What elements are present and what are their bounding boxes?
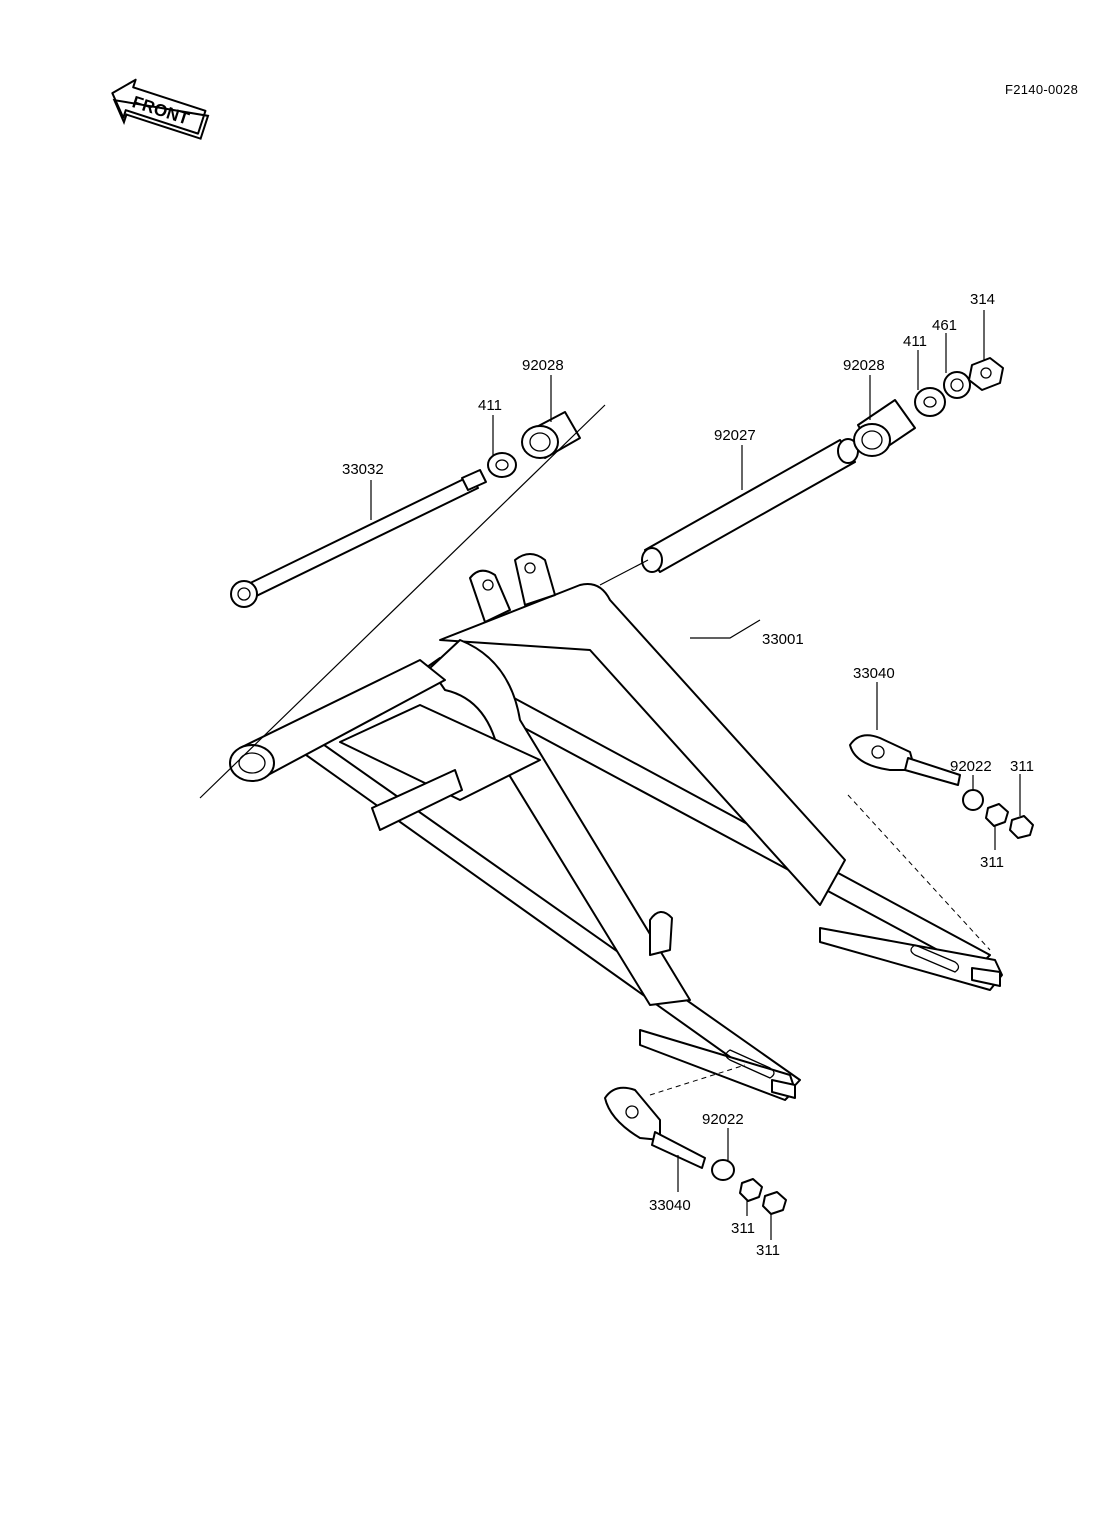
label-92027: 92027 (714, 427, 756, 444)
pivot-shaft (230, 469, 487, 608)
label-411-right: 411 (903, 333, 927, 350)
sleeve-axis-line (599, 559, 649, 586)
pivot-sleeve (641, 438, 859, 573)
washer-right (914, 387, 946, 417)
nut-left-lower (762, 1191, 787, 1215)
chain-adjuster-left (604, 1086, 706, 1169)
nut-left-upper (739, 1178, 763, 1202)
label-92028-left: 92028 (522, 357, 564, 374)
washer-right-adj (962, 789, 984, 811)
nut-right-lower (1009, 815, 1034, 839)
bushing-right (853, 399, 916, 457)
label-92022-right: 92022 (950, 758, 992, 775)
label-33032: 33032 (342, 461, 384, 478)
nut-right-upper (985, 803, 1009, 827)
label-311-left-upper: 311 (731, 1220, 755, 1237)
bushing-left (521, 411, 581, 459)
label-92028-right: 92028 (843, 357, 885, 374)
label-311-left-lower: 311 (756, 1242, 780, 1259)
label-461: 461 (932, 317, 957, 334)
label-311-right-upper: 311 (1010, 758, 1034, 775)
leader-lines (370, 310, 1021, 1240)
adjuster-left-guide (649, 1064, 746, 1096)
label-314: 314 (970, 291, 995, 308)
label-311-right-lower: 311 (980, 854, 1004, 871)
adjuster-right-guide (847, 794, 991, 951)
washer-left (487, 452, 517, 478)
reference-code: F2140-0028 (1005, 82, 1078, 97)
chain-adjuster-right (849, 734, 961, 786)
label-33001: 33001 (762, 631, 804, 648)
washer-461 (943, 371, 971, 399)
label-33040-left: 33040 (649, 1197, 691, 1214)
nut-314 (968, 357, 1004, 391)
pivot-axis-line (199, 404, 606, 799)
label-411-left: 411 (478, 397, 502, 414)
washer-left-adj (711, 1159, 735, 1181)
swingarm-frame (229, 553, 1003, 1101)
front-arrow-icon: FRONT (111, 78, 210, 140)
label-33040-right: 33040 (853, 665, 895, 682)
label-92022-left: 92022 (702, 1111, 744, 1128)
